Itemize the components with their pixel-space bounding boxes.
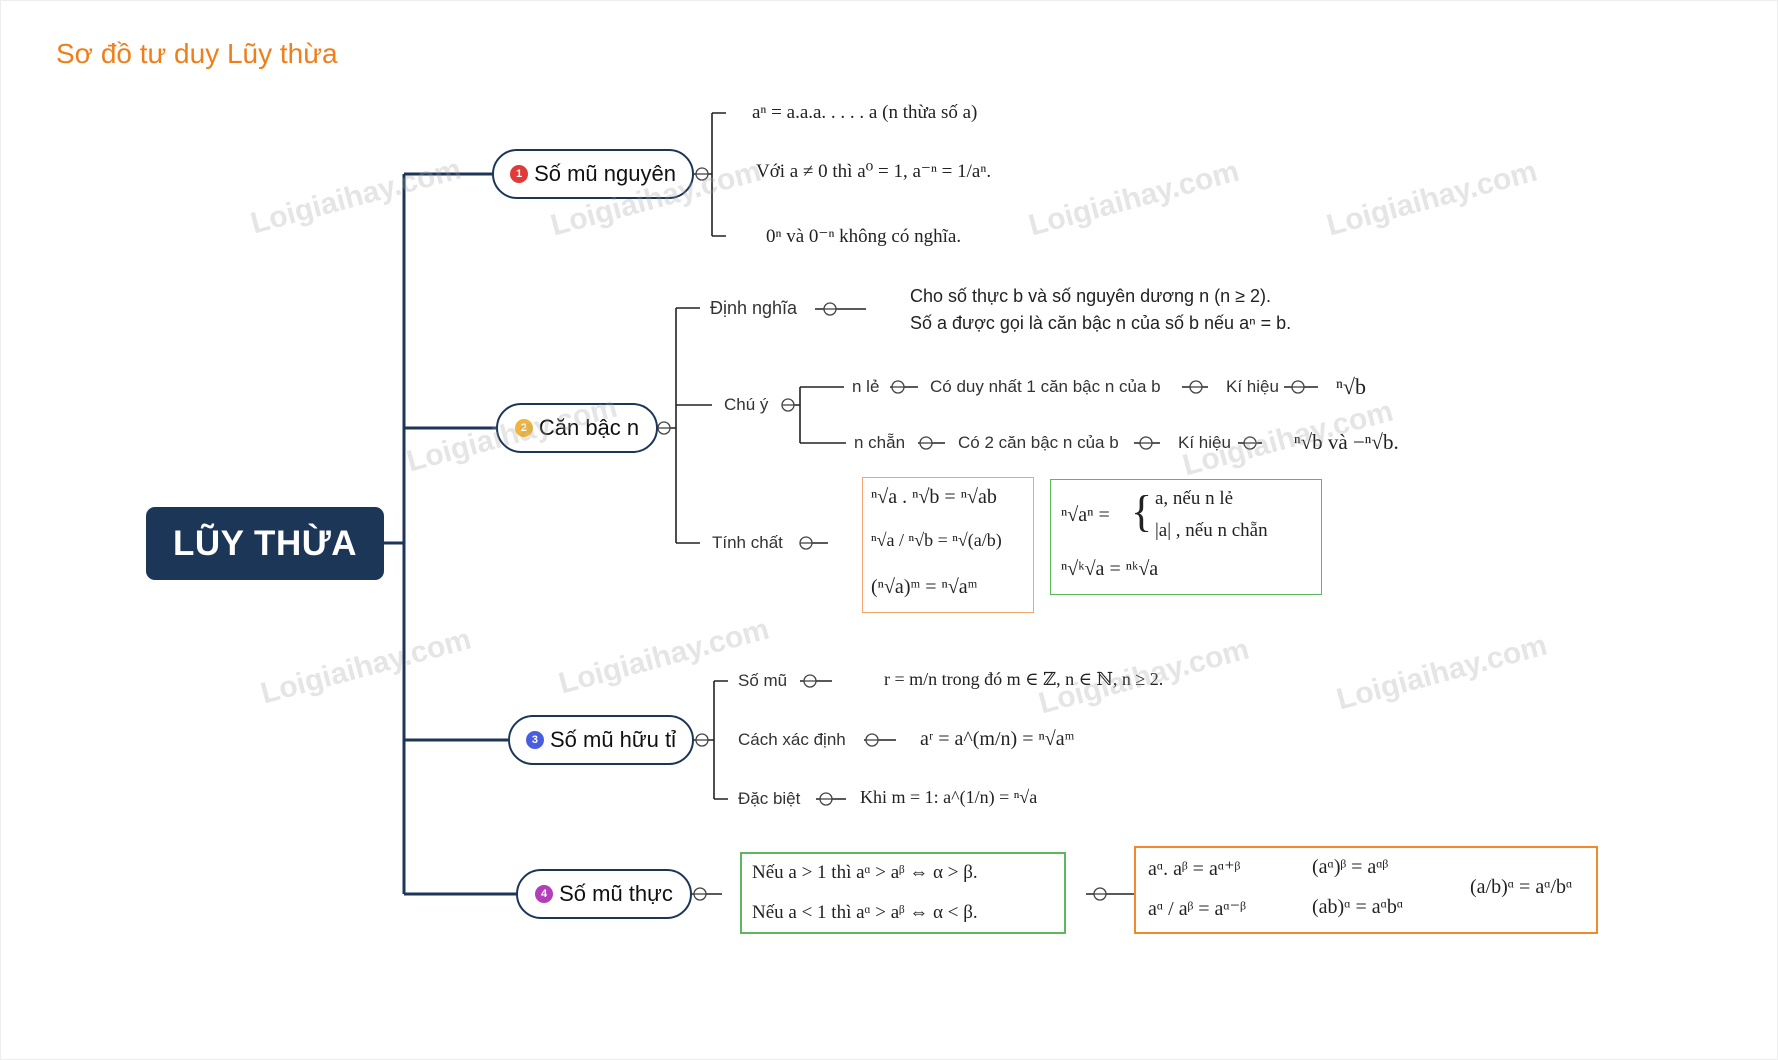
- n-le-symbol: ⁿ√b: [1336, 374, 1367, 399]
- branch-label: Căn bậc n: [538, 415, 640, 440]
- n-le-desc: Có duy nhất 1 căn bậc n của b: [930, 377, 1161, 396]
- tinh-chat-label: Tính chất: [712, 533, 783, 552]
- b1-item-2: Với a ≠ 0 thì a⁰ = 1, a⁻ⁿ = 1/aⁿ.: [756, 161, 992, 182]
- property-3: (ⁿ√a)ᵐ = ⁿ√aᵐ: [871, 576, 978, 598]
- branch-so-mu-huu-ti[interactable]: 3 Số mũ hữu tỉ: [508, 715, 694, 765]
- properties-box-green: ⁿ√aⁿ = { a, nếu n lẻ |a| , nếu n chẵn ⁿ√…: [1050, 479, 1322, 595]
- dac-biet-label: Đặc biệt: [738, 789, 801, 808]
- branch-can-bac-n[interactable]: 2 Căn bậc n: [496, 403, 658, 453]
- badge-2: 2: [514, 419, 533, 437]
- rule-product: aᵅ. aᵝ = aᵅ⁺ᵝ: [1148, 858, 1241, 880]
- property-2: ⁿ√a / ⁿ√b = ⁿ√(a/b): [871, 530, 1002, 550]
- page-title: Sơ đồ tư duy Lũy thừa: [56, 38, 338, 69]
- n-chan-symbol-label: Kí hiệu: [1178, 433, 1231, 452]
- rule-power-of-power: (aᵅ)ᵝ = aᵅᵝ: [1312, 856, 1389, 878]
- n-le-label: n lẻ: [852, 377, 880, 396]
- power-rules-box-orange: aᵅ. aᵝ = aᵅ⁺ᵝ aᵅ / aᵝ = aᵅ⁻ᵝ (aᵅ)ᵝ = aᵅᵝ…: [1134, 846, 1598, 934]
- b1-item-3: 0ⁿ và 0⁻ⁿ không có nghĩa.: [766, 226, 962, 247]
- branch-so-mu-nguyen[interactable]: 1 Số mũ nguyên: [492, 149, 694, 199]
- rule-power-of-product: (ab)ᵅ = aᵅbᵅ: [1312, 896, 1404, 918]
- branch-so-mu-thuc[interactable]: 4 Số mũ thực: [516, 869, 692, 919]
- branch-label: Số mũ thực: [559, 881, 673, 906]
- property-1: ⁿ√a . ⁿ√b = ⁿ√ab: [871, 486, 997, 508]
- case-even: |a| , nếu n chẵn: [1155, 520, 1268, 541]
- dac-biet-text: Khi m = 1: a^(1/n) = ⁿ√a: [860, 787, 1038, 807]
- so-mu-text: r = m/n trong đó m ∈ ℤ, n ∈ ℕ, n ≥ 2.: [884, 669, 1164, 689]
- cach-xac-dinh-label: Cách xác định: [738, 730, 846, 749]
- brace: {: [1131, 487, 1153, 536]
- dinh-nghia-label: Định nghĩa: [710, 298, 798, 318]
- compare-rule-2: Nếu a < 1 thì aᵅ > aᵝ ⇔ α < β.: [752, 902, 978, 923]
- n-chan-desc: Có 2 căn bậc n của b: [958, 433, 1119, 452]
- n-le-symbol-label: Kí hiệu: [1226, 377, 1279, 396]
- rule-quotient: aᵅ / aᵝ = aᵅ⁻ᵝ: [1148, 898, 1246, 920]
- rule-power-of-fraction: (a/b)ᵅ = aᵅ/bᵅ: [1470, 876, 1573, 898]
- b1-item-1: aⁿ = a.a.a. . . . . a (n thừa số a): [752, 102, 978, 123]
- case-odd: a, nếu n lẻ: [1155, 488, 1234, 509]
- n-chan-label: n chẵn: [854, 433, 906, 452]
- root-node[interactable]: LŨY THỪA: [146, 507, 384, 580]
- badge-4: 4: [535, 885, 554, 903]
- nested-root: ⁿ√ᵏ√a = ⁿᵏ√a: [1061, 558, 1159, 580]
- branch-label: Số mũ nguyên: [534, 161, 676, 186]
- badge-3: 3: [525, 731, 544, 749]
- chu-y-label: Chú ý: [724, 395, 769, 414]
- definition-line-2: Số a được gọi là căn bậc n của số b nếu …: [910, 313, 1292, 333]
- so-mu-label: Số mũ: [738, 671, 788, 690]
- properties-box-orange: ⁿ√a . ⁿ√b = ⁿ√ab ⁿ√a / ⁿ√b = ⁿ√(a/b) (ⁿ√…: [862, 477, 1034, 613]
- branch-label: Số mũ hữu tỉ: [549, 727, 676, 752]
- root-of-power: ⁿ√aⁿ =: [1061, 504, 1110, 526]
- comparison-box-green: Nếu a > 1 thì aᵅ > aᵝ ⇔ α > β. Nếu a < 1…: [740, 852, 1066, 934]
- n-chan-symbol: ⁿ√b và −ⁿ√b.: [1294, 430, 1399, 454]
- badge-1: 1: [510, 165, 529, 183]
- compare-rule-1: Nếu a > 1 thì aᵅ > aᵝ ⇔ α > β.: [752, 862, 978, 883]
- definition-line-1: Cho số thực b và số nguyên dương n (n ≥ …: [910, 286, 1271, 306]
- cach-xac-dinh-text: aʳ = a^(m/n) = ⁿ√aᵐ: [920, 728, 1075, 750]
